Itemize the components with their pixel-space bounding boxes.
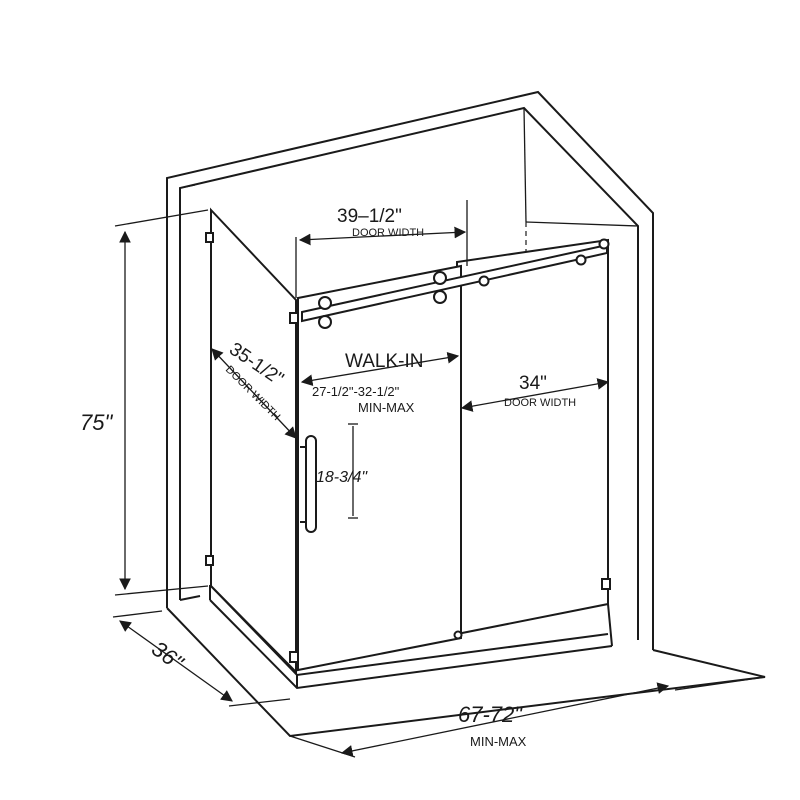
fixed-panel-width-note: DOOR WIDTH [504, 397, 576, 409]
door-handle [300, 435, 317, 533]
handle-length-label: 18-3/4" [316, 469, 368, 486]
height-dimension: 75" [80, 209, 209, 596]
depth-label: 36" [147, 636, 189, 676]
walk-in-dimension: WALK-IN 27-1/2"-32-1/2" MIN-MAX [300, 351, 460, 415]
height-label: 75" [80, 410, 113, 435]
fixed-panel-width-label: 34" [519, 373, 547, 394]
walk-in-range: 27-1/2"-32-1/2" [312, 384, 400, 399]
side-glass-panel [205, 207, 300, 675]
fixed-panel-width-dimension: 34" DOOR WIDTH [460, 373, 610, 412]
walk-in-note: MIN-MAX [358, 400, 415, 415]
top-rail [301, 238, 610, 329]
top-door-width-dimension: 39–1/2" DOOR WIDTH [295, 200, 468, 298]
overall-width-note: MIN-MAX [470, 734, 527, 749]
top-door-width-note: DOOR WIDTH [352, 227, 424, 239]
top-door-width-label: 39–1/2" [337, 206, 402, 227]
overall-width-dimension: 67-72" MIN-MAX [289, 676, 766, 758]
fixed-glass-panel [456, 238, 611, 636]
overall-width-label: 67-72" [458, 702, 523, 727]
handle-length-dimension: 18-3/4" [316, 423, 368, 519]
